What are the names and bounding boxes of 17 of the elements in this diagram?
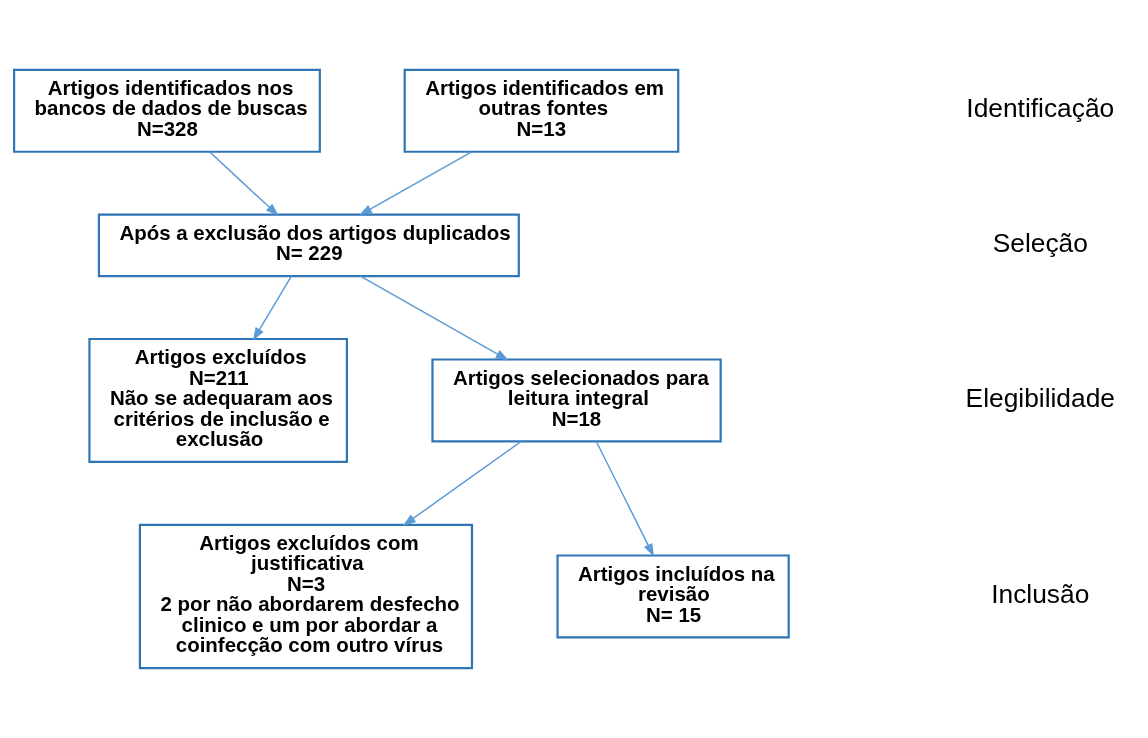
node-box: Após a exclusão dos artigos duplicados N= 229	[97, 213, 520, 278]
arrow	[208, 151, 279, 216]
arrow	[595, 440, 655, 557]
node-box: Artigos selecionados para leitura integral N=18	[431, 358, 722, 443]
node-box: Artigos excluídos com justificativa N=3 2 por não abordarem desfecho clinico e um por abordar a coinfecção com outro vírus	[138, 523, 474, 670]
node-box: Artigos excluídos N=211 Não se adequaram aos critérios de inclusão e exclusão	[88, 337, 348, 463]
arrow	[252, 275, 293, 341]
arrow	[402, 440, 522, 526]
node-box: Artigos identificados em outras fontes N=13	[403, 68, 680, 153]
label: Elegibilidade	[965, 382, 1115, 413]
label: Inclusão	[991, 578, 1090, 609]
arrow	[359, 275, 509, 361]
label: Seleção	[992, 227, 1088, 258]
arrow	[358, 151, 473, 216]
label: Identificação	[966, 93, 1115, 124]
node-box: Artigos identificados nos bancos de dados de buscas N=328	[13, 68, 321, 153]
node-box: Artigos incluídos na revisão N= 15	[556, 554, 790, 639]
